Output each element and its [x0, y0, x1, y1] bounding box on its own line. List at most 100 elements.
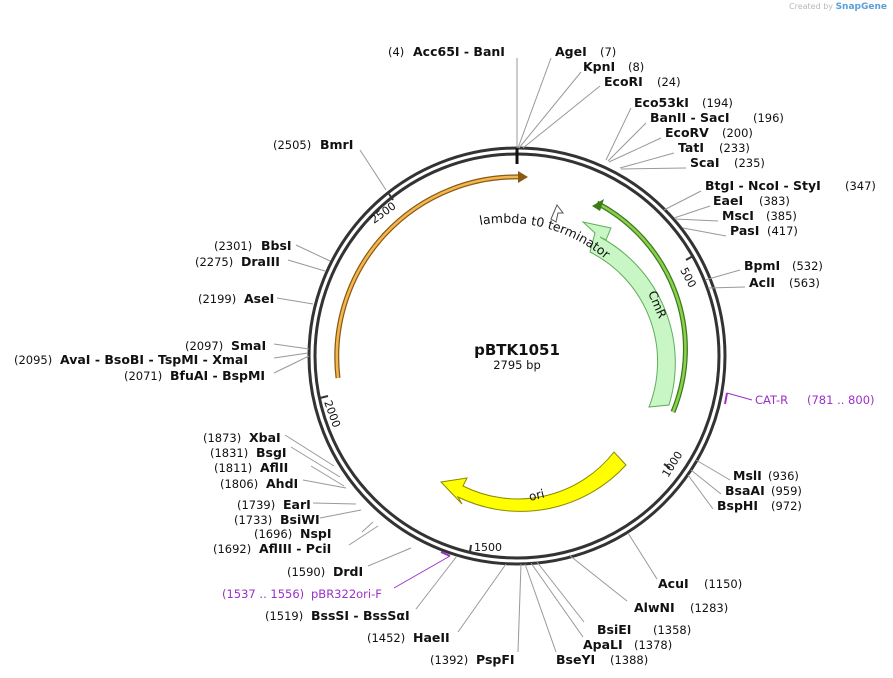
- tick-1500: 1500: [474, 541, 502, 554]
- site-kpni-pos: (8): [628, 60, 644, 74]
- site-pspfi-pos: (1392): [430, 653, 468, 667]
- plasmid-name: pBTK1051: [474, 341, 560, 359]
- feature-lambda-t0: [550, 204, 564, 223]
- site-bsiei: BsiEI: [597, 622, 631, 637]
- site-afliii: AflIII - PciI: [259, 541, 331, 556]
- site-alwni: AlwNI: [634, 600, 675, 615]
- site-draiii-pos: (2275): [195, 255, 233, 269]
- site-pasi: PasI: [730, 223, 759, 238]
- site-ecorv: EcoRV: [665, 125, 709, 140]
- feature-cmr: [581, 221, 676, 408]
- primer-cat-r-leader: [726, 392, 753, 401]
- site-pasi-pos: (417): [767, 224, 798, 238]
- site-avai-pos: (2095): [14, 353, 52, 367]
- tick-1500-mark: [469, 544, 472, 553]
- primer-cat-r: CAT-R: [755, 393, 788, 407]
- arc-orange-fill: [335, 175, 524, 379]
- site-bbsi-pos: (2301): [214, 239, 252, 253]
- site-ecori-pos: (24): [657, 75, 681, 89]
- site-acc65i: Acc65I - BanI: [413, 44, 505, 59]
- site-ecorv-pos: (200): [722, 126, 753, 140]
- snapgene-credit: Created by SnapGene: [789, 2, 887, 12]
- site-bbsi: BbsI: [261, 238, 292, 253]
- site-haeii: HaeII: [413, 630, 450, 645]
- tick-500: 500: [677, 265, 698, 290]
- site-scai: ScaI: [690, 155, 720, 170]
- site-nspi-pos: (1696): [254, 527, 292, 541]
- site-drdi: DrdI: [333, 564, 363, 579]
- tick-2500-mark: [388, 193, 394, 201]
- primer-pbr322ori-f-mark: [440, 551, 451, 557]
- site-bseyi-pos: (1388): [610, 653, 648, 667]
- site-nspi: NspI: [300, 526, 332, 541]
- site-bsiwi: BsiWI: [280, 512, 320, 527]
- site-btgi-pos: (347): [845, 179, 876, 193]
- site-alwni-pos: (1283): [690, 601, 728, 615]
- site-bsiei-pos: (1358): [653, 623, 691, 637]
- site-bsphi: BspHI: [717, 498, 758, 513]
- site-eari-pos: (1739): [237, 498, 275, 512]
- arc-green-fill: [596, 201, 687, 413]
- site-afliii-pos: (1692): [213, 542, 251, 556]
- site-drdi-pos: (1590): [287, 565, 325, 579]
- site-asei: AseI: [244, 291, 274, 306]
- site-bmri-pos: (2505): [273, 138, 311, 152]
- site-msci-pos: (385): [766, 209, 797, 223]
- site-eco53ki-pos: (194): [702, 96, 733, 110]
- site-acc65i-pos: (4): [388, 45, 404, 59]
- site-apali: ApaLI: [583, 637, 623, 652]
- site-bsaai: BsaAI: [725, 483, 765, 498]
- site-bsphi-pos: (972): [771, 499, 802, 513]
- site-pspfi: PspFI: [476, 652, 515, 667]
- feature-lambda-t0-label: lambda t0 terminator: [478, 211, 614, 262]
- site-acli-pos: (563): [789, 276, 820, 290]
- site-msli-pos: (936): [768, 469, 799, 483]
- site-asei-pos: (2199): [198, 292, 236, 306]
- site-eaei-pos: (383): [759, 194, 790, 208]
- site-bsgi-pos: (1831): [210, 446, 248, 460]
- plasmid-length: 2795 bp: [493, 358, 541, 372]
- site-avai: AvaI - BsoBI - TspMI - XmaI: [60, 352, 248, 367]
- site-acli: AclI: [749, 275, 775, 290]
- credit-prefix: Created by: [789, 2, 834, 11]
- site-bfuai: BfuAI - BspMI: [170, 368, 265, 383]
- site-eco53ki: Eco53kI: [634, 95, 689, 110]
- site-eari: EarI: [283, 497, 311, 512]
- credit-brand: SnapGene: [835, 2, 887, 12]
- site-bsssi: BssSI - BssSαI: [311, 608, 410, 623]
- tick-1000-mark: [663, 463, 671, 469]
- site-ahdi: AhdI: [266, 476, 298, 491]
- site-bsiwi-pos: (1733): [234, 513, 272, 527]
- site-btgi: BtgI - NcoI - StyI: [705, 178, 821, 193]
- site-tati: TatI: [678, 140, 704, 155]
- site-apali-pos: (1378): [634, 638, 672, 652]
- primers: CAT-R (781 .. 800) (1537 .. 1556) pBR322…: [222, 392, 875, 601]
- primer-pbr322ori-f-leader: [393, 555, 451, 589]
- tick-500-mark: [685, 255, 694, 261]
- site-kpni: KpnI: [583, 59, 615, 74]
- site-bpmi: BpmI: [744, 258, 780, 273]
- site-tati-pos: (233): [719, 141, 750, 155]
- site-ecori: EcoRI: [604, 74, 643, 89]
- site-xbai-pos: (1873): [203, 431, 241, 445]
- site-banii-pos: (196): [753, 111, 784, 125]
- site-bmri: BmrI: [320, 137, 353, 152]
- site-acui-pos: (1150): [704, 577, 742, 591]
- site-banii: BanII - SacI: [650, 110, 730, 125]
- primer-cat-r-mark: [724, 392, 728, 405]
- site-leaders: [273, 57, 746, 653]
- site-agei-pos: (7): [600, 45, 616, 59]
- site-labels: (4) Acc65I - BanI AgeI (7) KpnI (8) EcoR…: [14, 44, 876, 667]
- site-smai: SmaI: [231, 338, 266, 353]
- feature-ori-label: ori: [527, 487, 546, 504]
- site-bsaai-pos: (959): [771, 484, 802, 498]
- site-ahdi-pos: (1806): [220, 477, 258, 491]
- site-xbai: XbaI: [249, 430, 281, 445]
- site-msci: MscI: [722, 208, 754, 223]
- primer-pbr322ori-f-range: (1537 .. 1556): [222, 587, 304, 601]
- feature-ori: [439, 451, 627, 512]
- site-draiii: DraIII: [241, 254, 280, 269]
- site-scai-pos: (235): [734, 156, 765, 170]
- arc-green-head: [592, 199, 604, 211]
